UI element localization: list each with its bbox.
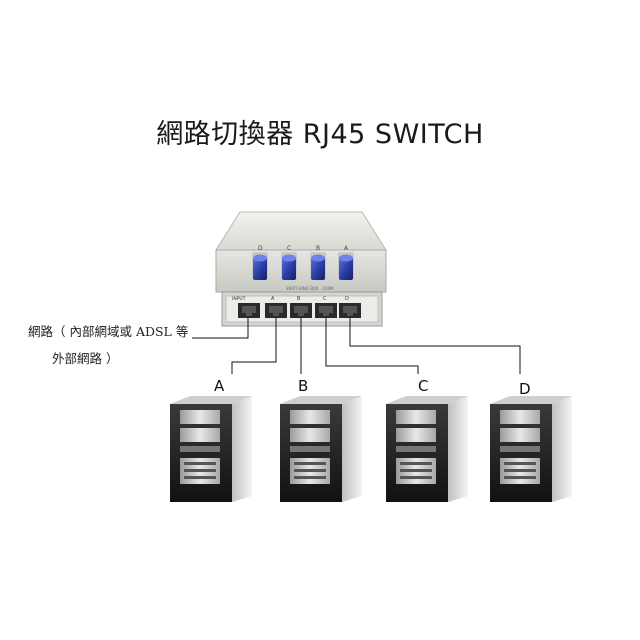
computer-b: [280, 396, 362, 502]
computer-c: [386, 396, 468, 502]
cable-d: [349, 318, 521, 374]
rj45-port-input-icon: [238, 303, 260, 318]
computer-label-d: D: [519, 380, 531, 398]
knob-a-icon: [338, 252, 354, 280]
port-label-b: B: [297, 296, 301, 302]
switch-knobs: [252, 252, 354, 280]
knob-b-icon: [310, 252, 326, 280]
port-label-a: A: [271, 296, 275, 302]
diagram-title: 網路切換器 RJ45 SWITCH: [156, 119, 484, 150]
rj45-ports: [238, 303, 361, 318]
network-label: 網路（ 內部網域或 ADSL 等 外部網路 ）: [28, 318, 208, 372]
computer-label-a: A: [214, 377, 225, 395]
port-label-input: INPUT: [232, 296, 246, 302]
cable-c: [325, 318, 419, 374]
port-label-d: D: [345, 296, 349, 302]
rj45-port-d-icon: [339, 303, 361, 318]
rj45-port-c-icon: [315, 303, 337, 318]
knob-label-d: D: [258, 245, 263, 252]
port-label-c: C: [323, 296, 327, 302]
rj45-port-b-icon: [290, 303, 312, 318]
cable-input: [192, 318, 249, 339]
knob-d-icon: [252, 252, 268, 280]
rj45-port-a-icon: [265, 303, 287, 318]
computer-label-b: B: [298, 377, 309, 395]
network-label-line2: 外部網路 ）: [52, 351, 119, 366]
network-label-line1: 網路（ 內部網域或 ADSL 等: [28, 324, 189, 339]
knob-label-b: B: [316, 245, 320, 252]
cables: [192, 318, 521, 374]
knob-c-icon: [281, 252, 297, 280]
cable-a: [231, 318, 277, 374]
computer-d: [490, 396, 572, 502]
knob-label-c: C: [287, 245, 291, 252]
svg-text:SWITCHING BOX · 100M: SWITCHING BOX · 100M: [286, 286, 334, 291]
computer-label-c: C: [418, 377, 429, 395]
knob-label-a: A: [344, 245, 349, 252]
computer-a: [170, 396, 252, 502]
